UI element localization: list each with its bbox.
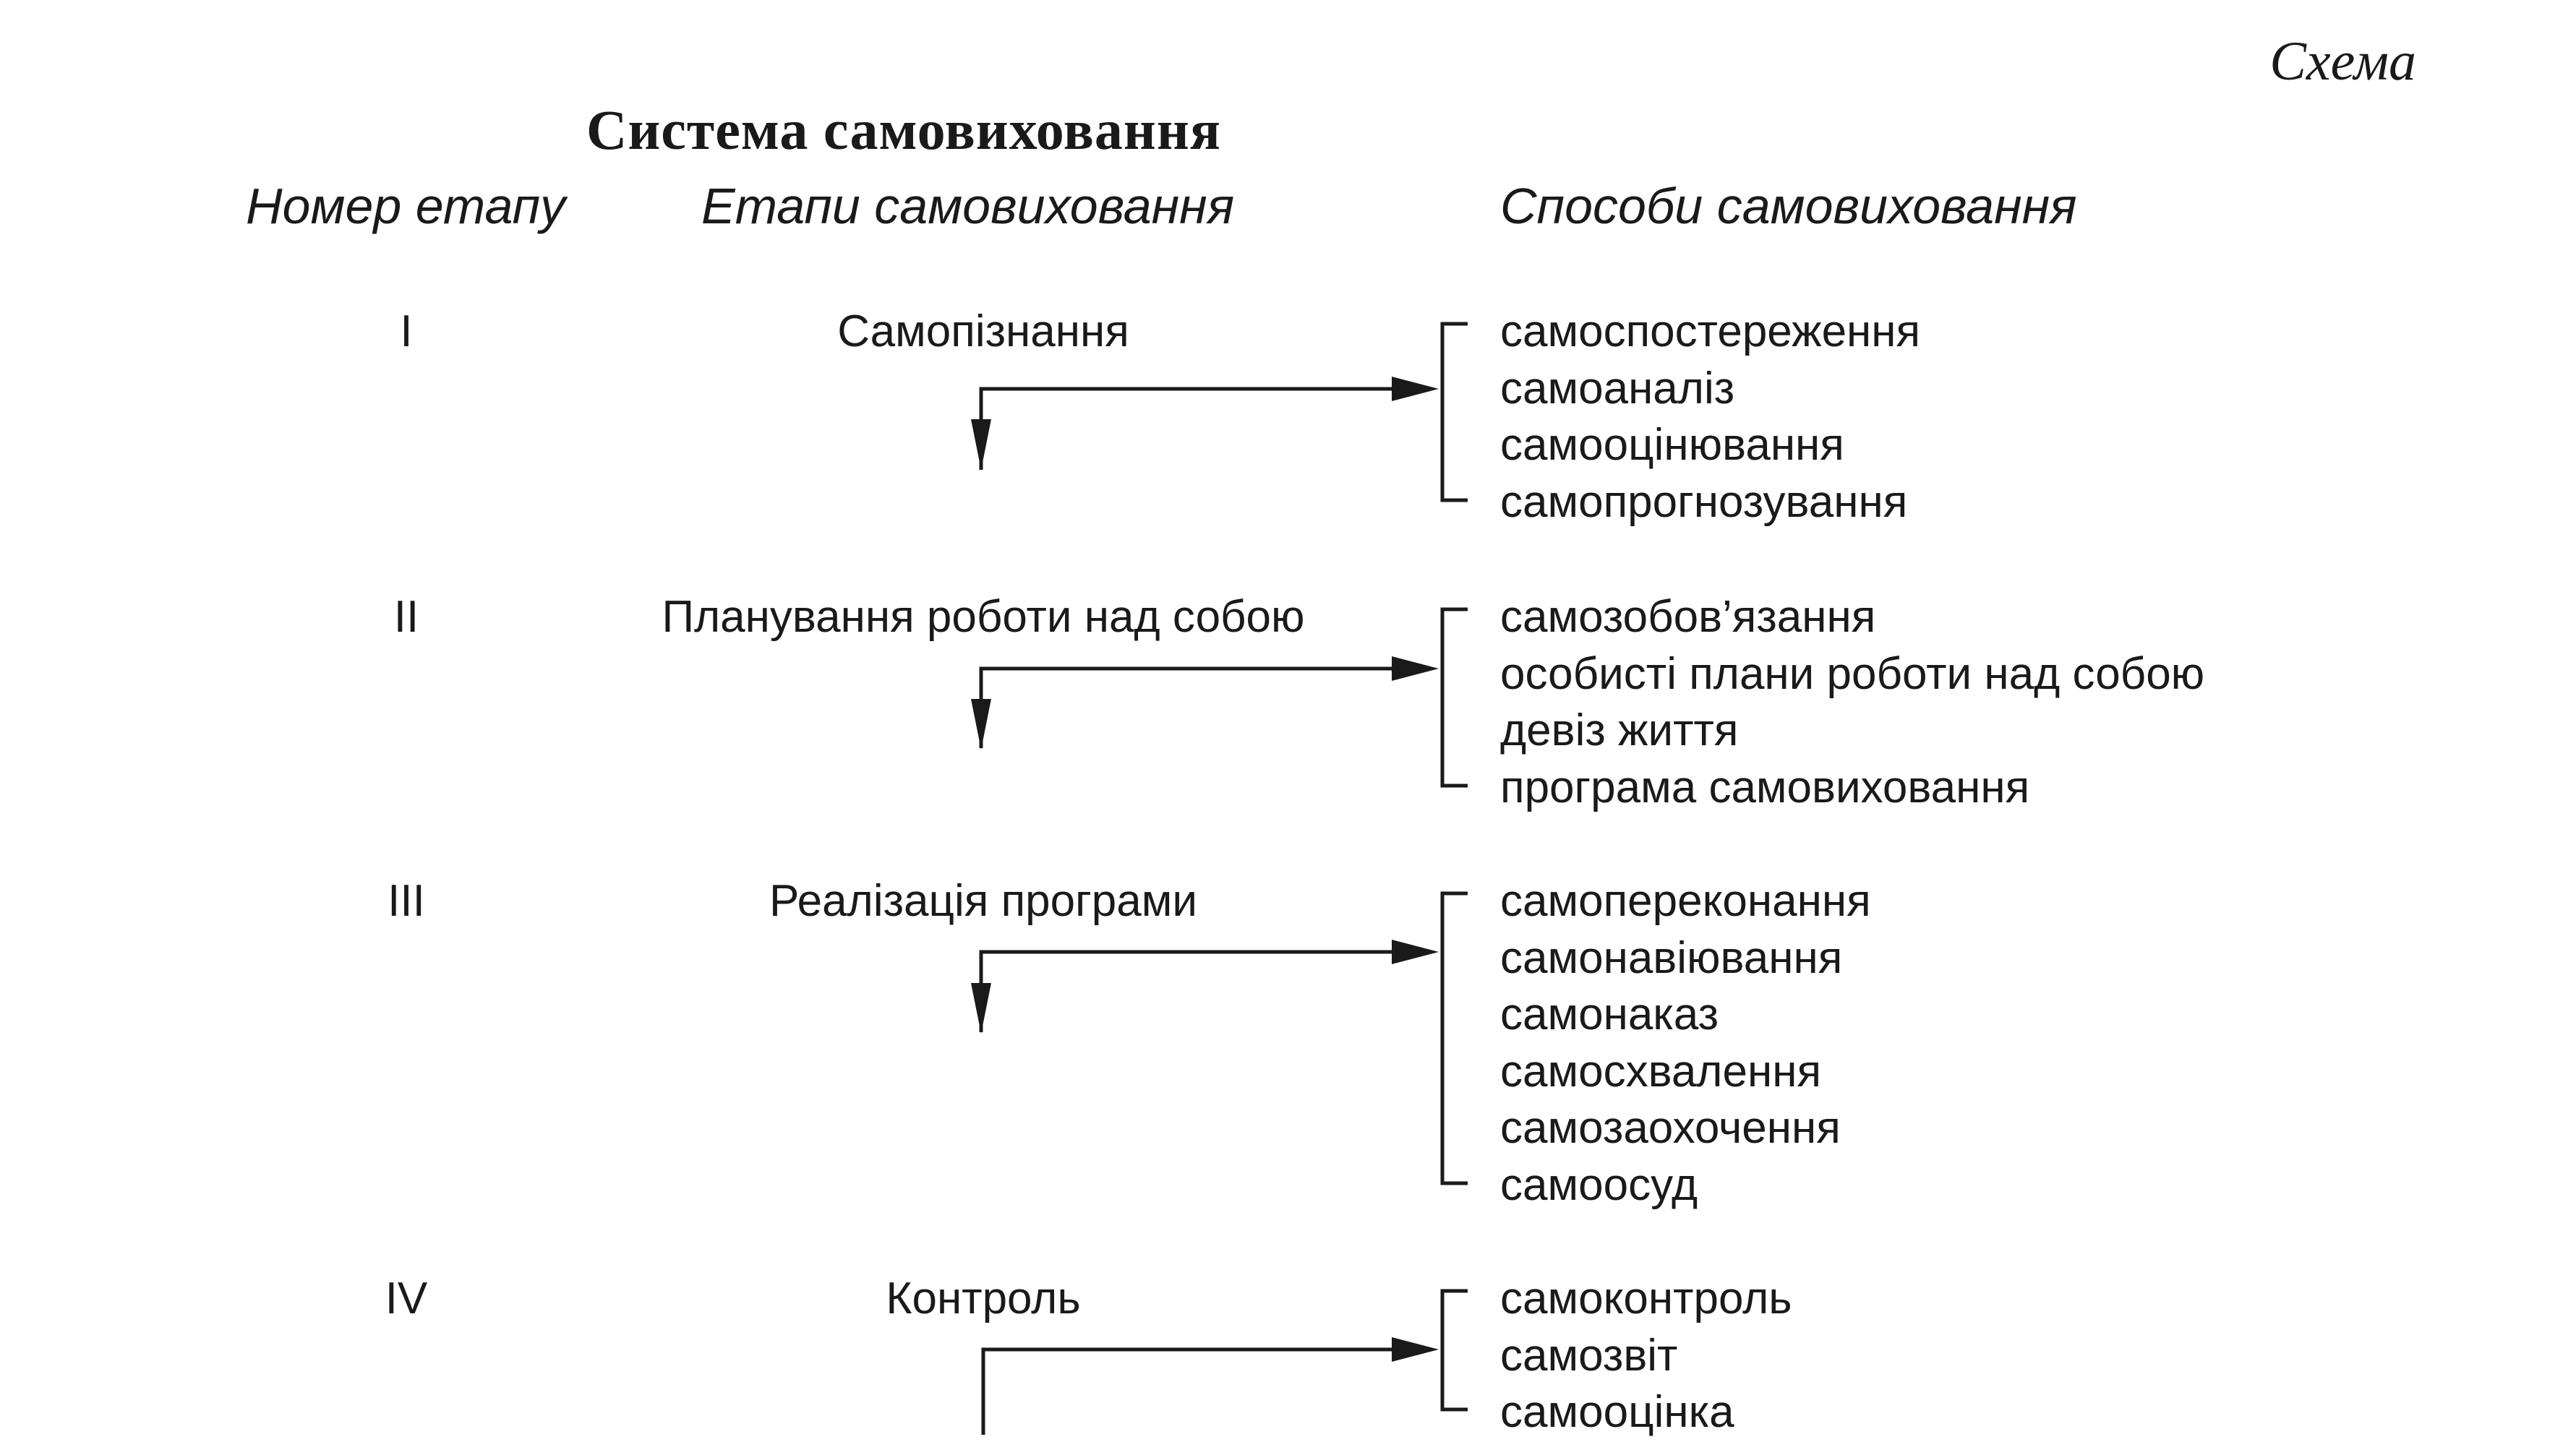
method-item: самосхвалення bbox=[1500, 1046, 1822, 1096]
arrow-to-methods bbox=[979, 666, 1392, 748]
method-item: програма самовиховання bbox=[1500, 762, 2030, 812]
method-item: самооцінювання bbox=[1500, 420, 1844, 470]
methods-bracket bbox=[1440, 891, 1468, 1185]
arrowhead-right bbox=[1392, 656, 1439, 681]
method-item: самонаказ bbox=[1500, 990, 1719, 1039]
methods-bracket bbox=[1440, 607, 1468, 788]
connector-line bbox=[981, 1347, 1392, 1435]
methods-bracket bbox=[1440, 322, 1468, 502]
method-item: самонавіювання bbox=[1500, 932, 1843, 983]
stage-number: I bbox=[400, 306, 413, 356]
arrow-to-methods bbox=[979, 387, 1392, 468]
methods-list: самоспостереження самоаналіз самооцінюва… bbox=[1500, 304, 1920, 531]
scheme-label: Схема bbox=[2269, 31, 2416, 92]
method-item: девіз життя bbox=[1500, 705, 1739, 755]
method-item: особисті плани роботи над собою bbox=[1500, 648, 2205, 699]
arrowhead-down bbox=[971, 699, 991, 750]
method-item: самозобов’язання bbox=[1500, 592, 1876, 642]
arrowhead-right bbox=[1392, 377, 1439, 401]
arrowhead-down bbox=[971, 419, 991, 470]
stage-name: Реалізація програми bbox=[769, 876, 1197, 926]
methods-list: самозобов’язання особисті плани роботи н… bbox=[1500, 589, 2204, 816]
arrow-to-methods bbox=[979, 950, 1392, 1032]
header-stages: Етапи самовиховання bbox=[701, 178, 1235, 234]
stage-name: Планування роботи над собою bbox=[662, 592, 1305, 642]
methods-list: самоконтроль самозвіт самооцінка bbox=[1500, 1271, 1792, 1441]
method-item: самопереконання bbox=[1500, 876, 1871, 926]
method-item: самоаналіз bbox=[1500, 363, 1735, 413]
stage-number: II bbox=[393, 592, 419, 642]
header-stage-number: Номер етапу bbox=[246, 178, 566, 234]
method-item: самозаохочення bbox=[1500, 1103, 1841, 1153]
method-item: самоосуд bbox=[1500, 1159, 1698, 1210]
stage-number: III bbox=[388, 876, 425, 926]
methods-list: самопереконання самонавіювання самонаказ… bbox=[1500, 873, 1871, 1214]
header-methods: Способи самовиховання bbox=[1500, 178, 2077, 234]
arrowhead-down bbox=[971, 983, 991, 1034]
stage-number: IV bbox=[385, 1274, 428, 1323]
arrowhead-right bbox=[1392, 940, 1439, 964]
stage-name: Самопізнання bbox=[837, 306, 1129, 356]
stage-name: Контроль bbox=[886, 1274, 1081, 1323]
method-item: самооцінка bbox=[1500, 1387, 1734, 1437]
arrowhead-right bbox=[1392, 1337, 1439, 1362]
methods-bracket bbox=[1440, 1289, 1468, 1412]
diagram-title: Система самовиховання bbox=[586, 98, 1221, 161]
method-item: самоспостереження bbox=[1500, 306, 1921, 356]
method-item: самоконтроль bbox=[1500, 1274, 1792, 1323]
method-item: самозвіт bbox=[1500, 1330, 1678, 1381]
method-item: самопрогнозування bbox=[1500, 476, 1908, 527]
